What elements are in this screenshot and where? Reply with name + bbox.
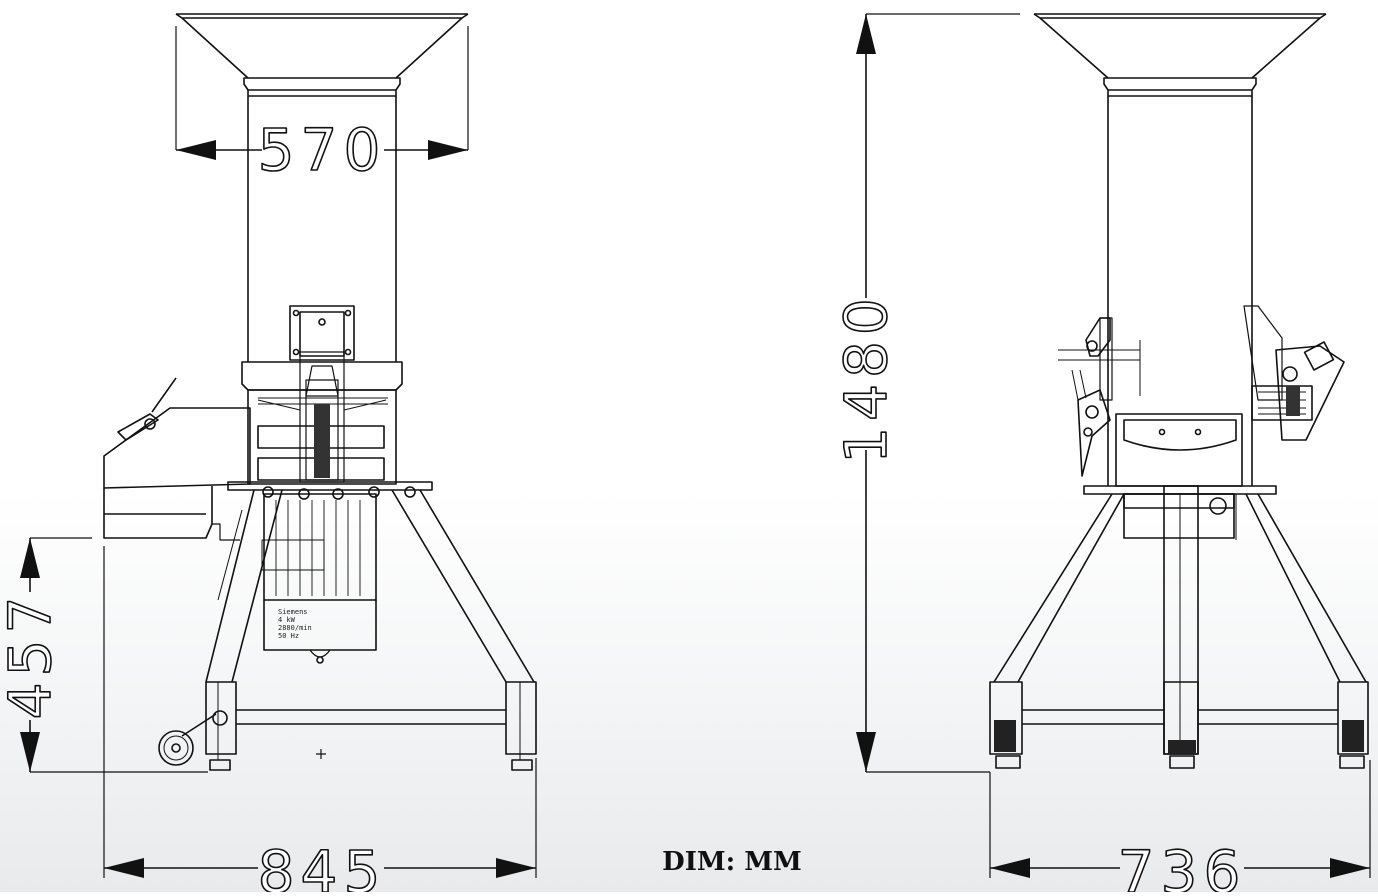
front-outlet [103, 377, 251, 541]
motor-plate-line-1: Siemens [278, 608, 308, 616]
front-mount-plate [289, 305, 355, 361]
front-motor: Siemens 4 kW 2880/min 50 Hz [261, 493, 377, 664]
dimension-570: 570 [175, 26, 469, 185]
dim-label-845: 845 [258, 838, 387, 892]
motor-plate-line-3: 2880/min [278, 624, 312, 632]
side-chute [1099, 90, 1283, 486]
front-chute [247, 90, 397, 362]
front-view: Siemens 4 kW 2880/min 50 Hz [103, 13, 537, 771]
side-housing [1115, 413, 1243, 487]
motor-plate-line-4: 50 Hz [278, 632, 299, 640]
dimension-845: 845 [103, 546, 537, 896]
dimension-1480: 1480 [831, 13, 1020, 773]
side-frame [989, 485, 1369, 769]
dim-label-736: 736 [1118, 838, 1247, 892]
side-hopper [1033, 13, 1327, 97]
side-handle [1251, 341, 1345, 441]
motor-plate-line-2: 4 kW [278, 616, 296, 624]
front-housing [241, 351, 403, 485]
dimension-457: 457 [0, 537, 208, 773]
motor-nameplate: Siemens 4 kW 2880/min 50 Hz [278, 608, 312, 640]
dimension-736: 736 [989, 760, 1371, 896]
units-label: DIM: MM [662, 847, 802, 877]
dim-label-457: 457 [0, 591, 64, 720]
front-hopper [175, 13, 469, 97]
front-frame [158, 481, 537, 771]
dim-label-570: 570 [258, 116, 387, 184]
side-view [989, 13, 1369, 769]
dim-label-1480: 1480 [832, 292, 900, 464]
side-latch [1058, 317, 1141, 477]
